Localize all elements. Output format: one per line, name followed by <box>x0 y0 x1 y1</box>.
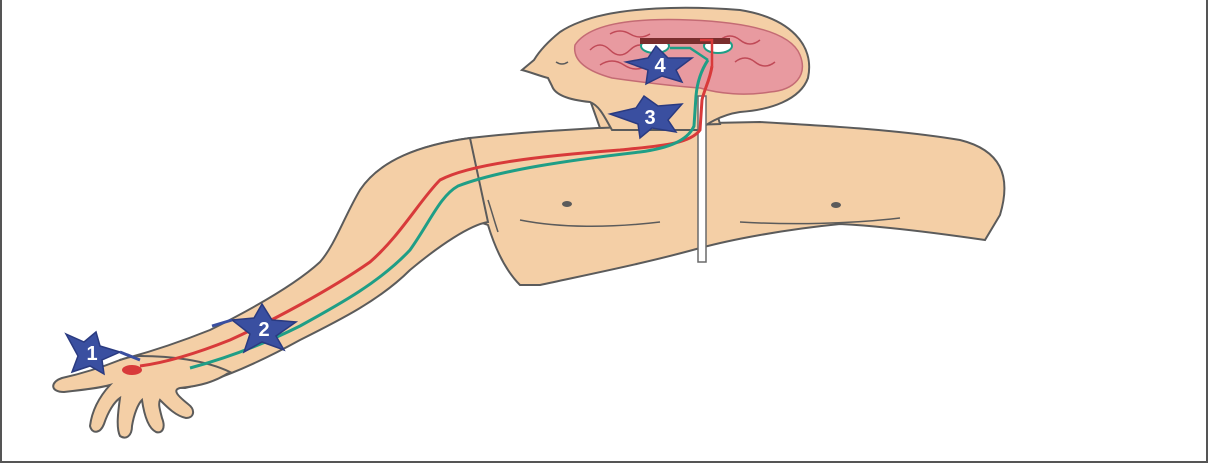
neuron-label: 2 <box>258 319 269 341</box>
cortex-bar <box>640 38 730 44</box>
receptor <box>122 365 142 375</box>
neuron-label: 3 <box>644 107 655 129</box>
arm <box>110 138 488 388</box>
nipple-right <box>831 202 841 208</box>
neuron-label: 4 <box>654 55 666 77</box>
neuron-label: 1 <box>86 343 97 365</box>
nipple-left <box>562 201 572 207</box>
